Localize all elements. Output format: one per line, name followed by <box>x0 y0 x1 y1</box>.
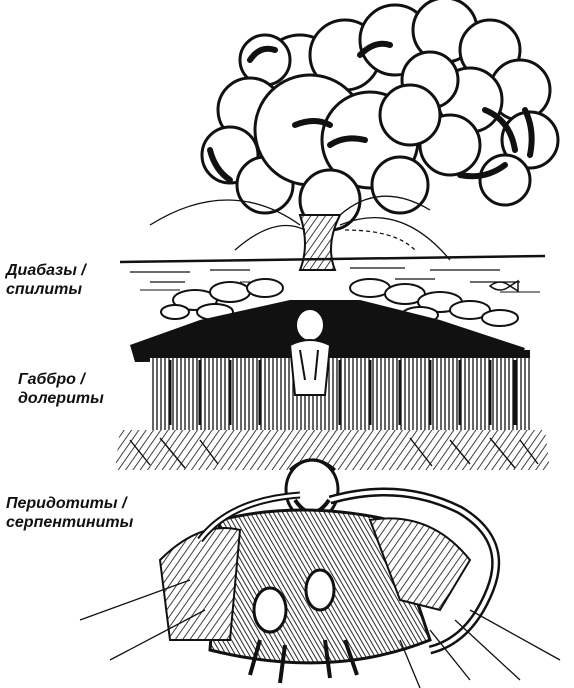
label-diabase-spilite: Диабазы / спилиты <box>6 261 86 299</box>
label-diabase-line1: Диабазы / <box>6 261 86 280</box>
label-perid-line2: серпентиниты <box>6 513 133 532</box>
label-diabase-line2: спилиты <box>6 280 86 299</box>
eruption-column <box>300 215 340 270</box>
label-perid-line1: Перидотиты / <box>6 494 133 513</box>
label-gabbro-line1: Габбро / <box>18 370 104 389</box>
sheeted-dikes <box>150 350 530 430</box>
eruption-cloud <box>202 0 558 230</box>
label-peridotite-serpentinite: Перидотиты / серпентиниты <box>6 494 133 532</box>
label-gabbro-line2: долериты <box>18 389 104 408</box>
upper-figure <box>290 309 330 395</box>
gabbro-band <box>115 430 550 470</box>
label-gabbro-dolerite: Габбро / долериты <box>18 370 104 408</box>
mantle-figure <box>80 460 560 688</box>
